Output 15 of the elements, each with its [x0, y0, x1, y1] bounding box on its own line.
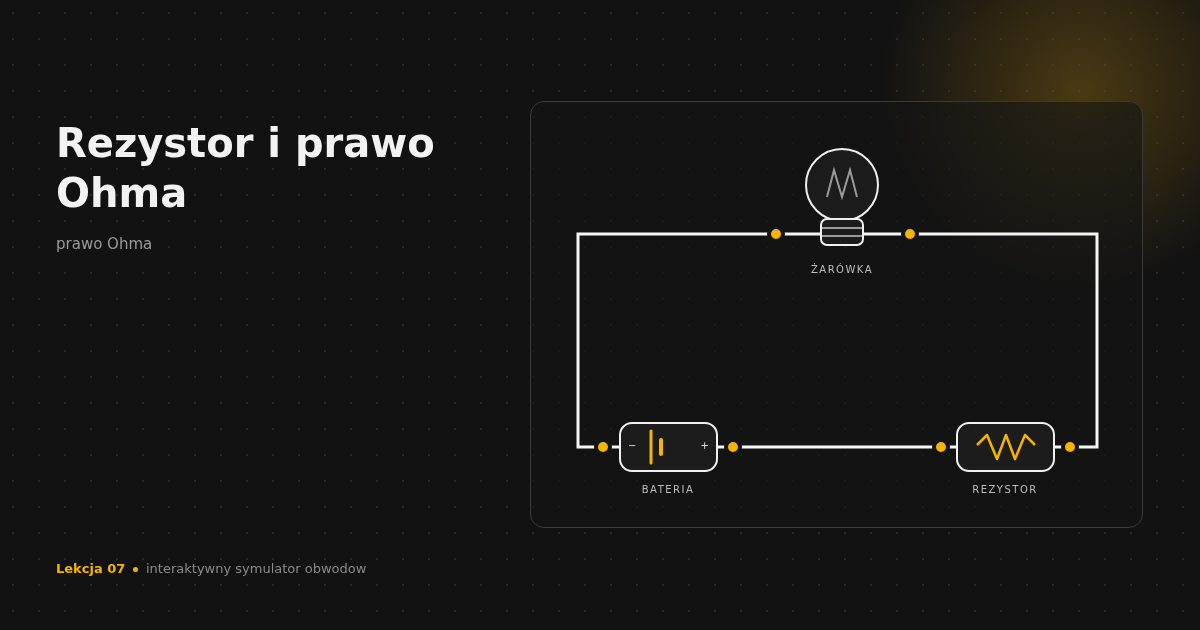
lesson-number: Lekcja 07	[56, 561, 126, 576]
light-bulb-drawing	[804, 147, 880, 247]
component-label: ŻARÓWKA	[809, 264, 875, 275]
plus-sign: +	[700, 440, 709, 451]
wire	[718, 445, 956, 449]
component-label: REZYSTOR	[971, 484, 1039, 495]
subtitle: prawo Ohma	[56, 235, 153, 253]
footer-text: interaktywny symulator obwodow	[146, 561, 367, 576]
resistor-component	[956, 422, 1055, 472]
page-title: Rezystor i prawo Ohma	[56, 119, 436, 218]
wire	[576, 232, 820, 449]
minus-sign: −	[628, 440, 637, 451]
wire	[864, 232, 1099, 449]
battery-component	[619, 422, 718, 472]
component-label: BATERIA	[640, 484, 696, 495]
